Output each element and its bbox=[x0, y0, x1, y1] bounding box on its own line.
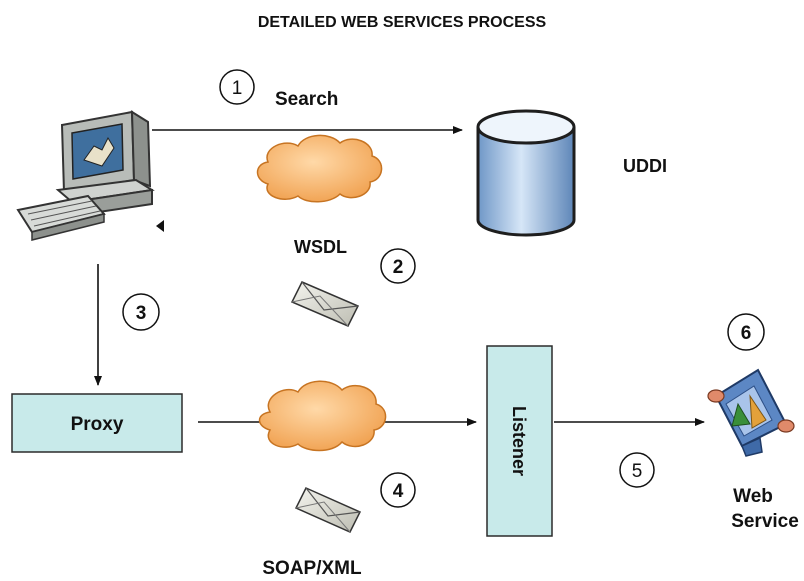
search-label: Search bbox=[275, 89, 338, 110]
diagram-title: DETAILED WEB SERVICES PROCESS bbox=[258, 14, 547, 31]
svg-text:3: 3 bbox=[136, 303, 147, 324]
step-2-badge: 2 bbox=[380, 248, 416, 284]
step-6-badge: 6 bbox=[727, 313, 765, 351]
uddi-label: UDDI bbox=[623, 156, 667, 176]
envelope-icon bbox=[294, 487, 362, 533]
step-3-badge: 3 bbox=[122, 293, 160, 331]
web-service-icon bbox=[707, 368, 795, 457]
database-icon bbox=[476, 109, 576, 237]
svg-text:2: 2 bbox=[393, 257, 404, 278]
wsdl-label: WSDL bbox=[294, 237, 347, 257]
cloud-icon bbox=[256, 134, 383, 203]
step-5-badge: 5 bbox=[619, 452, 655, 488]
svg-text:4: 4 bbox=[393, 481, 404, 502]
step-1-badge: 1 bbox=[219, 69, 255, 105]
service-label: Service bbox=[731, 511, 799, 532]
envelope-icon bbox=[290, 281, 360, 327]
proxy-label: Proxy bbox=[71, 414, 124, 435]
proxy-box: Proxy bbox=[11, 393, 183, 453]
web-label: Web bbox=[733, 486, 773, 507]
listener-box: Listener bbox=[486, 345, 553, 537]
step-4-badge: 4 bbox=[380, 472, 416, 508]
svg-text:1: 1 bbox=[232, 78, 243, 99]
computer-icon bbox=[16, 110, 164, 241]
soap-xml-label: SOAP/XML bbox=[262, 558, 362, 579]
listener-label: Listener bbox=[509, 406, 529, 476]
svg-text:5: 5 bbox=[632, 461, 643, 482]
svg-text:6: 6 bbox=[741, 323, 752, 344]
cloud-icon bbox=[258, 380, 387, 452]
